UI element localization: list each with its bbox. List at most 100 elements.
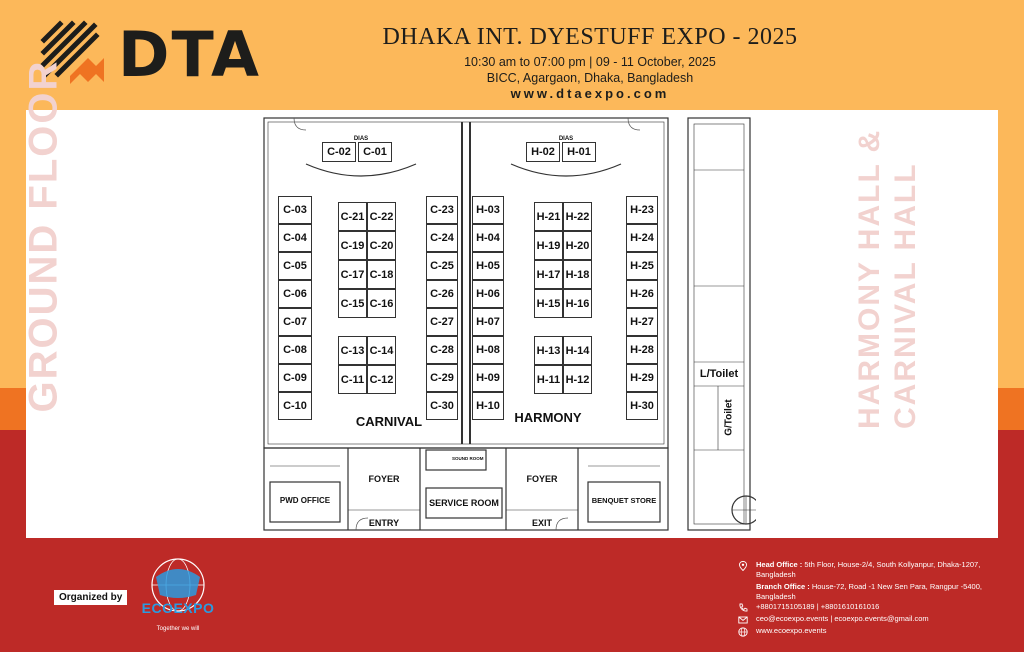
booth: C-05 <box>278 252 312 280</box>
room-label: FOYER <box>368 474 400 484</box>
booth: C-25 <box>426 252 458 280</box>
booth: H-16 <box>563 289 592 318</box>
logo-wordmark: DTA <box>118 18 261 91</box>
booth: H-04 <box>472 224 504 252</box>
booth: C-23 <box>426 196 458 224</box>
room-label: SERVICE ROOM <box>429 498 499 508</box>
org-website[interactable]: www.ecoexpo.events <box>756 626 827 635</box>
entry-label: ENTRY <box>368 518 400 528</box>
booth: H-11 <box>534 365 563 394</box>
booth: C-19 <box>338 231 367 260</box>
booth: H-13 <box>534 336 563 365</box>
toilet-label: G/Toilet <box>723 399 735 436</box>
hall-label-line1: HARMONY HALL & <box>853 128 886 429</box>
booth: H-21 <box>534 202 563 231</box>
booth: C-11 <box>338 365 367 394</box>
room-label: BENQUET STORE <box>591 496 657 505</box>
booth: C-28 <box>426 336 458 364</box>
booth: H-14 <box>563 336 592 365</box>
booth: H-05 <box>472 252 504 280</box>
booth: C-13 <box>338 336 367 365</box>
booth: C-10 <box>278 392 312 420</box>
dias-label: DIAS <box>558 136 574 142</box>
booth: H-10 <box>472 392 504 420</box>
dias-booth: H-01 <box>562 142 596 162</box>
booth: H-15 <box>534 289 563 318</box>
booth: C-22 <box>367 202 396 231</box>
toilet-label: L/Toilet <box>699 368 739 380</box>
expo-website[interactable]: www.dtaexpo.com <box>510 86 670 101</box>
phone-icon <box>739 603 748 612</box>
booth: C-21 <box>338 202 367 231</box>
booth: H-29 <box>626 364 658 392</box>
booth: H-20 <box>563 231 592 260</box>
head-office-label: Head Office : <box>756 560 803 569</box>
header-background <box>0 0 1024 110</box>
hall-name: CARNIVAL <box>355 414 423 429</box>
head-office-text: 5th Floor, House-2/4, South Kollyanpur, … <box>756 560 981 579</box>
booth: C-15 <box>338 289 367 318</box>
ground-floor-label: GROUND FLOOR <box>21 59 66 413</box>
booth: C-27 <box>426 308 458 336</box>
exit-label: EXIT <box>531 518 552 528</box>
room-label: FOYER <box>526 474 558 484</box>
floor-plan-walls <box>263 117 756 531</box>
booth: C-09 <box>278 364 312 392</box>
booth: C-20 <box>367 231 396 260</box>
room-label: SOUND ROOM <box>452 456 484 461</box>
booth: C-07 <box>278 308 312 336</box>
phone-numbers[interactable]: +8801715105189 | +8801610161016 <box>756 602 880 611</box>
booth: H-19 <box>534 231 563 260</box>
ecoexpo-name: ECOEXPO <box>141 600 215 616</box>
expo-venue: BICC, Agargaon, Dhaka, Bangladesh <box>486 71 694 85</box>
booth: H-24 <box>626 224 658 252</box>
booth: C-18 <box>367 260 396 289</box>
dias-booth: H-02 <box>526 142 560 162</box>
booth: H-03 <box>472 196 504 224</box>
dias-booth: C-01 <box>358 142 392 162</box>
booth: C-04 <box>278 224 312 252</box>
booth: H-12 <box>563 365 592 394</box>
booth: C-30 <box>426 392 458 420</box>
booth: C-03 <box>278 196 312 224</box>
booth: C-16 <box>367 289 396 318</box>
expo-title: DHAKA INT. DYESTUFF EXPO - 2025 <box>382 24 798 50</box>
branch-office-text: House-72, Road -1 New Sen Para, Rangpur … <box>756 582 982 601</box>
expo-time: 10:30 am to 07:00 pm | 09 - 11 October, … <box>464 55 716 69</box>
booth: H-23 <box>626 196 658 224</box>
booth: C-24 <box>426 224 458 252</box>
booth: H-09 <box>472 364 504 392</box>
email-icon <box>738 616 748 624</box>
location-pin-icon <box>739 561 747 571</box>
booth: C-06 <box>278 280 312 308</box>
booth: H-26 <box>626 280 658 308</box>
booth: H-08 <box>472 336 504 364</box>
organized-by-label: Organized by <box>54 590 128 605</box>
hall-label-line2: CARNIVAL HALL <box>889 162 922 429</box>
booth: C-12 <box>367 365 396 394</box>
booth: H-17 <box>534 260 563 289</box>
floor-plan-panel <box>26 110 998 538</box>
room-label: PWD OFFICE <box>279 496 331 505</box>
globe-icon <box>738 627 748 637</box>
booth: H-28 <box>626 336 658 364</box>
booth: H-30 <box>626 392 658 420</box>
booth: H-27 <box>626 308 658 336</box>
booth: H-07 <box>472 308 504 336</box>
ecoexpo-tagline: Together we will <box>156 626 200 632</box>
booth: H-22 <box>563 202 592 231</box>
dias-label: DIAS <box>353 136 369 142</box>
ecoexpo-globe-icon <box>151 558 205 612</box>
email-addresses[interactable]: ceo@ecoexpo.events | ecoexpo.events@gmai… <box>756 614 929 623</box>
hall-name: HARMONY <box>514 410 582 425</box>
booth: C-29 <box>426 364 458 392</box>
booth: C-08 <box>278 336 312 364</box>
booth: H-25 <box>626 252 658 280</box>
dias-booth: C-02 <box>322 142 356 162</box>
booth: H-18 <box>563 260 592 289</box>
booth: C-14 <box>367 336 396 365</box>
booth: H-06 <box>472 280 504 308</box>
dta-logo: DTA <box>40 20 266 88</box>
booth: C-26 <box>426 280 458 308</box>
